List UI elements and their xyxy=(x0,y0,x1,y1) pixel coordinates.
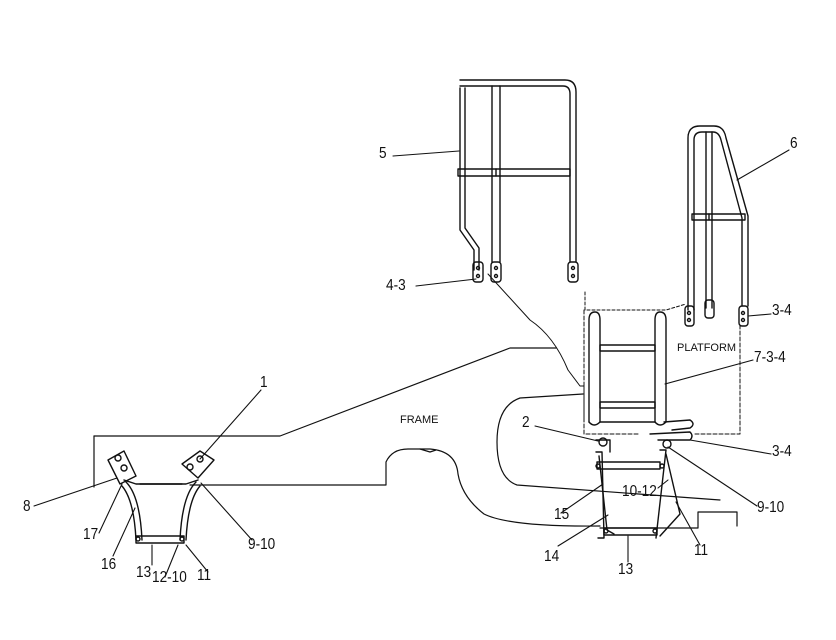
callout-8: 8 xyxy=(23,498,31,515)
callout-9-10-left: 9-10 xyxy=(248,536,276,553)
handrail-5 xyxy=(458,80,578,282)
callout-7-3-4: 7-3-4 xyxy=(754,349,786,366)
handrail-6 xyxy=(685,126,748,326)
callout-5: 5 xyxy=(379,145,387,162)
callout-2: 2 xyxy=(522,414,530,431)
frame-label: FRAME xyxy=(400,414,439,426)
callout-11-left: 11 xyxy=(197,567,212,584)
callout-6: 6 xyxy=(790,135,798,152)
callout-3-4-lower: 3-4 xyxy=(772,443,792,460)
callout-10-12: 10-12 xyxy=(622,483,657,500)
callout-4-3: 4-3 xyxy=(386,277,406,294)
platform-outline xyxy=(488,274,740,434)
callout-14: 14 xyxy=(544,548,560,565)
ladder-7 xyxy=(589,312,666,425)
leader-lines xyxy=(34,150,789,577)
callout-16: 16 xyxy=(101,556,117,573)
callout-15: 15 xyxy=(554,506,570,523)
callout-12-10: 12-10 xyxy=(152,569,187,586)
callout-3-4-upper: 3-4 xyxy=(772,302,792,319)
step-assembly-left xyxy=(108,451,214,543)
callout-11-right: 11 xyxy=(694,542,709,559)
callout-9-10-right: 9-10 xyxy=(757,499,785,516)
platform-label: PLATFORM xyxy=(677,342,737,354)
callout-13-left: 13 xyxy=(136,564,152,581)
callout-17: 17 xyxy=(83,526,99,543)
callout-13-right: 13 xyxy=(618,561,634,578)
step-assembly-right xyxy=(596,420,693,538)
callout-1: 1 xyxy=(260,374,268,391)
frame-outline xyxy=(94,348,737,528)
